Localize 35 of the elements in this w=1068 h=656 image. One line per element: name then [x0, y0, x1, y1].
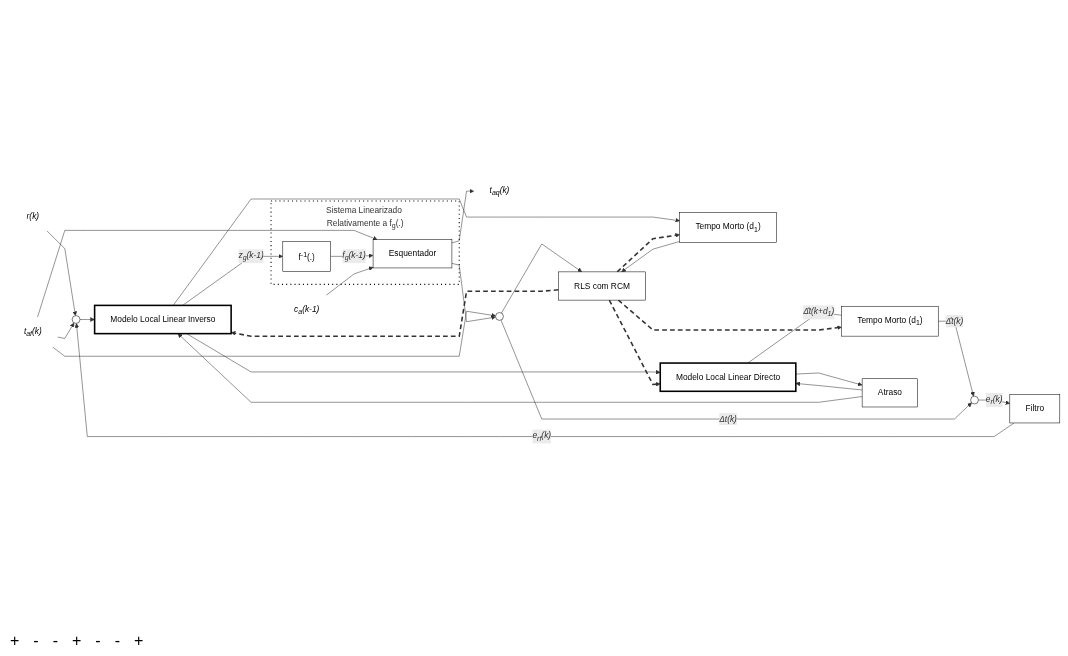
edge-label: Δt(k): [719, 414, 737, 424]
node-box: [558, 271, 646, 301]
node-box: [679, 212, 777, 243]
node-box: [93, 304, 232, 335]
edge-label: e$_{r}$(k): [985, 394, 1003, 406]
node-text: r(k): [26, 212, 40, 222]
sign-label: -: [33, 632, 39, 650]
node-box: [372, 239, 453, 269]
node-box: [1009, 394, 1061, 424]
arrow: [608, 299, 661, 387]
block-diagram: Sistema Linearizado Relativamente a f$_{g}$(.) z$_{g}$(k-1) f$_{g}$(k-1) Δ̂t(k+d$_{1}$) Δ̂t(k) Δt(k) e$_{r}$(k) e$_{rf}$(k) r(k) t$_{af}$(k) Modelo Local Linear Inverso f$^{-1}$(.) Esquentador t$_{aq}$(k) c$_{a}$(k-1) RLS com RCM Tempo Morto (d$_{1}$) Modelo Local Linear Directo Tempo Morto (d$_{1}$) Atraso Filtro: [4, 172, 1064, 448]
node-circle: [495, 312, 504, 321]
sign-label: +: [72, 632, 82, 650]
edge-label: z$_{g}$(k-1): [238, 250, 264, 262]
cluster: [270, 200, 460, 285]
node-circle: [71, 315, 81, 324]
sign-label: -: [95, 632, 101, 650]
edge-label: Δ̂t(k): [945, 316, 964, 326]
node-box: [861, 378, 918, 408]
arrow: [230, 289, 560, 338]
sign-label: -: [114, 632, 120, 650]
sign-label: +: [10, 632, 20, 650]
sign-label: -: [52, 632, 58, 650]
edge-label: Δ̂t(k+d$_{1}$): [803, 306, 835, 319]
edge-label: e$_{rf}$(k): [532, 431, 552, 443]
node-box: [841, 306, 939, 337]
node-circle: [970, 395, 979, 405]
arrow: [617, 299, 842, 331]
node-box: [282, 241, 331, 272]
node-text: c$_{a}$(k-1): [294, 304, 320, 316]
edge-label: f$_{g}$(k-1): [342, 250, 366, 262]
node-box: [659, 362, 797, 393]
node-text: t$_{af}$(k): [23, 326, 42, 338]
sign-label: +: [134, 632, 144, 650]
node-text: t$_{aq}$(k): [489, 185, 510, 197]
